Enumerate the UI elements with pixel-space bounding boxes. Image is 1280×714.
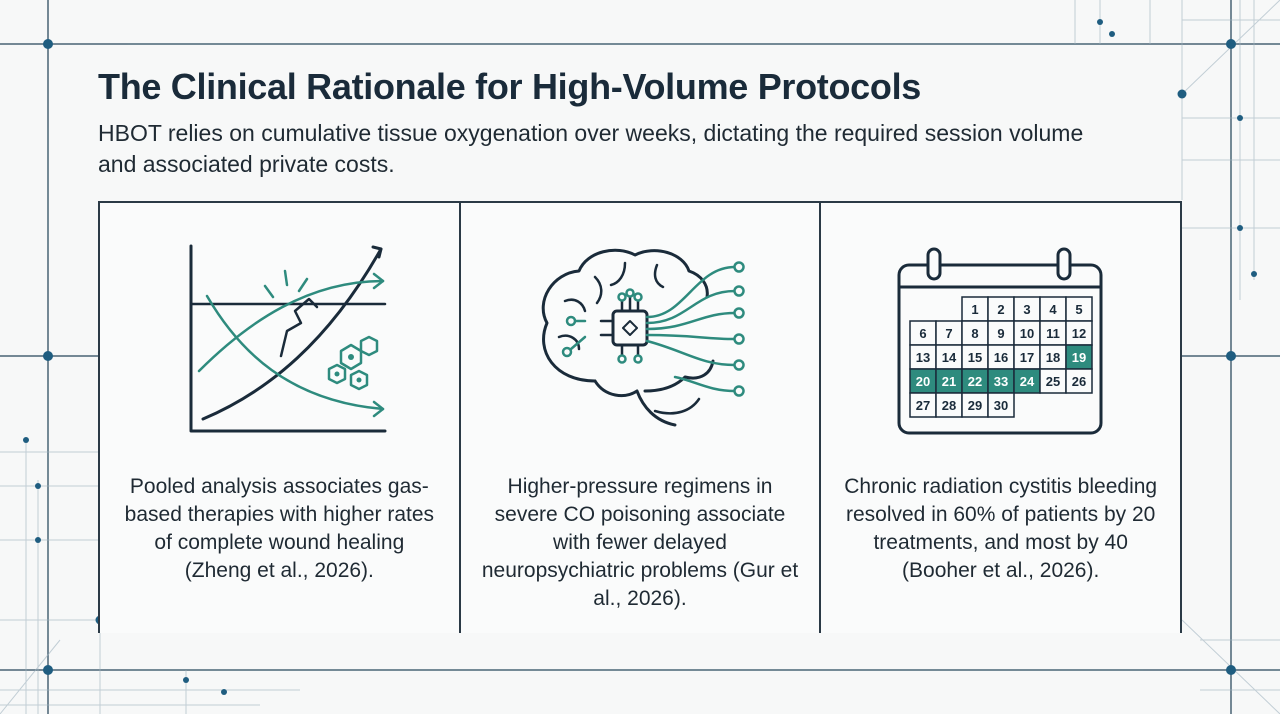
panel-co-poisoning: Higher-pressure regimens in severe CO po…	[458, 203, 820, 633]
svg-text:24: 24	[1019, 374, 1034, 389]
calendar-day: 30	[986, 392, 1015, 418]
svg-text:1: 1	[971, 302, 978, 317]
calendar-day: 17	[1012, 344, 1041, 370]
svg-text:27: 27	[915, 398, 929, 413]
calendar-day: 2	[986, 296, 1015, 322]
calendar-day: 14	[934, 344, 963, 370]
calendar-day: 29	[960, 392, 989, 418]
svg-text:16: 16	[993, 350, 1007, 365]
calendar-day: 16	[986, 344, 1015, 370]
calendar-day: 26	[1064, 368, 1093, 394]
calendar-day: 15	[960, 344, 989, 370]
calendar-day: 4	[1038, 296, 1067, 322]
brain-circuit-icon	[541, 248, 745, 427]
calendar-day: 33	[986, 368, 1015, 394]
calendar-day: 11	[1038, 320, 1067, 346]
page-title: The Clinical Rationale for High-Volume P…	[98, 66, 922, 107]
panel-wound-healing: Pooled analysis associates gas-based the…	[98, 203, 459, 633]
svg-text:8: 8	[971, 326, 978, 341]
svg-text:17: 17	[1019, 350, 1033, 365]
calendar-day: 18	[1038, 344, 1067, 370]
calendar-day: 27	[908, 392, 937, 418]
svg-text:14: 14	[941, 350, 956, 365]
svg-text:2: 2	[997, 302, 1004, 317]
panel-caption: Higher-pressure regimens in severe CO po…	[481, 475, 799, 610]
svg-text:3: 3	[1023, 302, 1030, 317]
calendar-day: 28	[934, 392, 963, 418]
svg-text:7: 7	[945, 326, 952, 341]
svg-text:28: 28	[941, 398, 955, 413]
calendar-day: 6	[908, 320, 937, 346]
calendar-day: 21	[934, 368, 963, 394]
svg-text:4: 4	[1049, 302, 1057, 317]
calendar-day: 7	[934, 320, 963, 346]
calendar-day: 20	[908, 368, 937, 394]
calendar-day: 12	[1064, 320, 1093, 346]
calendar-day: 22	[960, 368, 989, 394]
calendar-day: 8	[960, 320, 989, 346]
panel-caption: Chronic radiation cystitis bleeding reso…	[844, 475, 1158, 582]
svg-text:15: 15	[967, 350, 981, 365]
svg-text:30: 30	[993, 398, 1007, 413]
svg-text:33: 33	[993, 374, 1007, 389]
calendar-day: 13	[908, 344, 937, 370]
svg-text:21: 21	[941, 374, 955, 389]
svg-text:9: 9	[997, 326, 1004, 341]
calendar-day: 5	[1064, 296, 1093, 322]
calendar-day: 9	[986, 320, 1015, 346]
panel-caption: Pooled analysis associates gas-based the…	[124, 475, 435, 582]
svg-text:18: 18	[1045, 350, 1059, 365]
wound-healing-chart-icon	[189, 244, 387, 433]
calendar-day: 3	[1012, 296, 1041, 322]
svg-text:22: 22	[967, 374, 981, 389]
svg-text:19: 19	[1071, 350, 1085, 365]
panel-row: Pooled analysis associates gas-based the…	[98, 201, 1183, 633]
calendar-day: 25	[1038, 368, 1067, 394]
svg-text:20: 20	[915, 374, 929, 389]
svg-text:26: 26	[1071, 374, 1085, 389]
calendar-day: 10	[1012, 320, 1041, 346]
svg-text:5: 5	[1075, 302, 1082, 317]
svg-text:11: 11	[1046, 326, 1060, 341]
svg-text:10: 10	[1019, 326, 1033, 341]
calendar-day: 24	[1012, 368, 1041, 394]
svg-text:29: 29	[967, 398, 981, 413]
calendar-day: 1	[960, 296, 989, 322]
calendar-day: 19	[1064, 344, 1093, 370]
svg-text:13: 13	[915, 350, 929, 365]
svg-text:12: 12	[1071, 326, 1085, 341]
svg-text:6: 6	[919, 326, 926, 341]
svg-text:25: 25	[1045, 374, 1059, 389]
page-subtitle: HBOT relies on cumulative tissue oxygena…	[98, 120, 1084, 177]
